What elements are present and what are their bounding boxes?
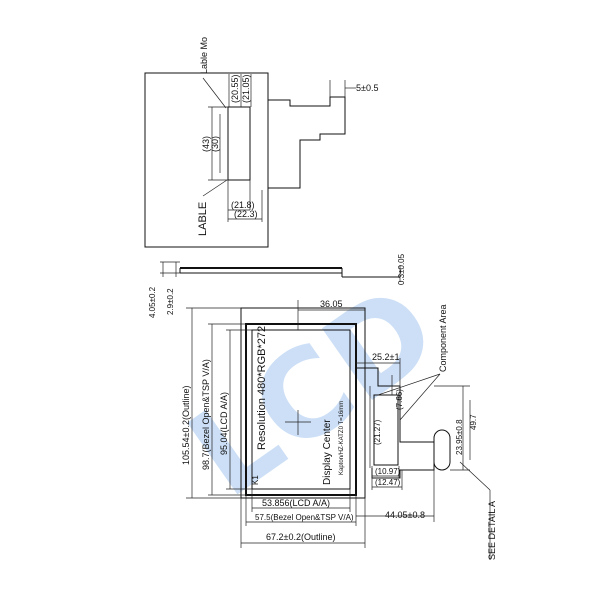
front-view: K1 36.05 Resolution 480*RGB*272 Display …: [181, 299, 497, 560]
dim-36-05: 36.05: [320, 299, 343, 309]
dim-30: (30): [210, 136, 220, 152]
dim-21-05: (21.05): [241, 74, 251, 103]
dim-0-3: 0.3±0.05: [397, 253, 406, 285]
display-center-text: Display Center: [322, 419, 333, 485]
bezel-rect: [245, 323, 357, 496]
label-lable-text: LABLE: [197, 202, 209, 236]
top-view: 5±0.5 Lable Mo (20.55) (21.05) (43) (30)…: [144, 37, 378, 248]
dim-fpc-width: 5±0.5: [356, 83, 378, 93]
fpc-contact-pad: [433, 429, 451, 471]
dim-57-5: 57.5(Bezel Open&TSP V/A): [255, 513, 354, 522]
dim-95-04: 95.04(LCD A/A): [219, 392, 229, 455]
component-area-text: Component Area: [438, 304, 448, 372]
dim-105-54: 105.54±0.2(Outline): [181, 386, 191, 466]
dim-21-27: (21.27): [373, 419, 382, 445]
fpc-connector-block: [373, 394, 399, 466]
see-detail-a-text: SEE DETAIL A: [487, 501, 497, 560]
dim-53-856: 53.856(LCD A/A): [262, 498, 330, 508]
dim-25-2: 25.2±1: [372, 352, 399, 362]
corner-mark: K1: [251, 475, 260, 485]
top-view-outline: [144, 72, 269, 248]
dim-98-7: 98.7(Bezel Open&TSP V/A): [201, 359, 211, 470]
dim-23-95: 23.95±0.8: [455, 419, 464, 455]
label-block: [227, 106, 251, 181]
side-view: 4.05±0.2 2.9±0.2 0.3±0.05: [148, 253, 406, 318]
dim-67-2: 67.2±0.2(Outline): [266, 532, 335, 542]
dim-10-97: (10.97): [375, 467, 401, 476]
outline-rect: [240, 307, 366, 499]
dim-12-47: (12.47): [375, 478, 401, 487]
fpc-tail: [268, 96, 346, 189]
dim-44-05: 44.05±0.8: [385, 510, 425, 520]
part-text: Kapton/HZ-KATZ0 T=16mm: [339, 401, 345, 475]
dim-21-8: (21.8): [231, 200, 255, 210]
active-area-rect: [251, 329, 351, 490]
dim-4-05: 4.05±0.2: [148, 286, 157, 318]
dim-2-9: 2.9±0.2: [166, 288, 175, 315]
dim-43: (43): [201, 136, 211, 152]
dim-7-66: (7.66): [395, 389, 404, 410]
resolution-text: Resolution 480*RGB*272: [256, 326, 268, 450]
dim-20-55: (20.55): [230, 74, 240, 103]
dim-49-7: 49.7: [469, 414, 478, 430]
label-model-text: Lable Mo: [199, 37, 209, 74]
dim-22-3: (22.3): [234, 209, 258, 219]
